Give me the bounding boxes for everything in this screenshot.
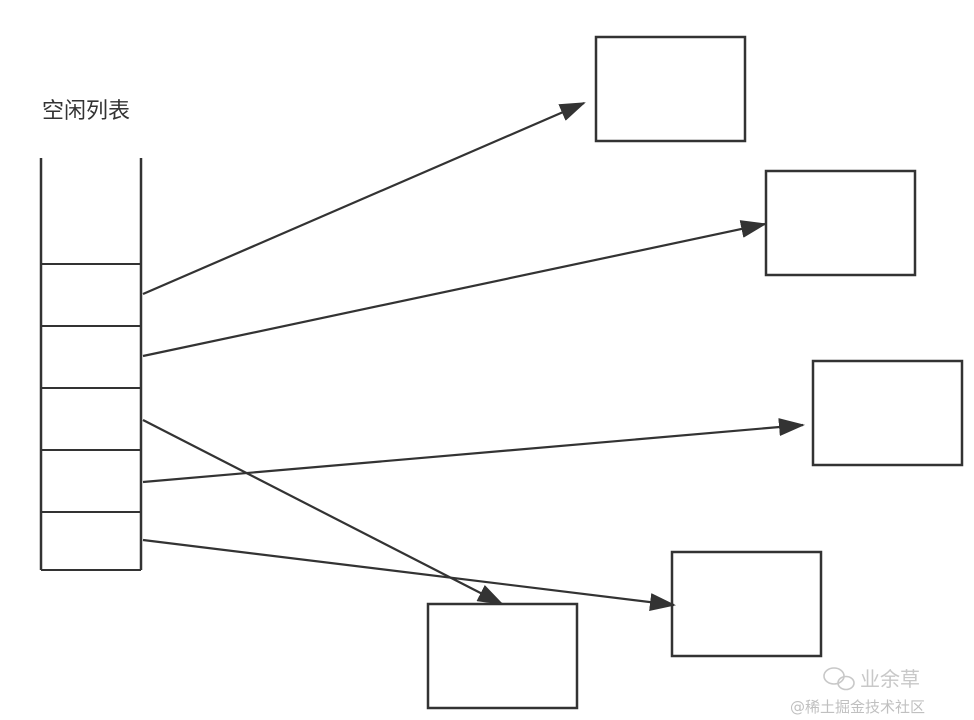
- memory-block-5: [426, 602, 579, 710]
- watermark-brand: 业余草: [860, 667, 920, 691]
- pointer-arrow-slot5: [142, 538, 676, 612]
- memory-block-1: [594, 35, 747, 143]
- free-list-title: 空闲列表: [42, 99, 130, 124]
- wechat-logo-icon: [823, 667, 855, 691]
- memory-block-3: [811, 359, 964, 467]
- free-list-stack: [39, 158, 143, 571]
- pointer-arrows: [142, 101, 805, 612]
- pointer-arrow-slot2: [142, 220, 767, 358]
- watermark-credit: @稀土掘金技术社区: [790, 698, 925, 716]
- memory-blocks: [426, 35, 964, 710]
- memory-block-2: [764, 169, 917, 277]
- pointer-arrow-slot4: [142, 418, 805, 484]
- pointer-arrow-slot3: [142, 419, 504, 605]
- memory-block-4: [670, 550, 823, 658]
- watermark: 业余草 @稀土掘金技术社区: [790, 667, 925, 716]
- pointer-arrow-slot1: [142, 101, 586, 296]
